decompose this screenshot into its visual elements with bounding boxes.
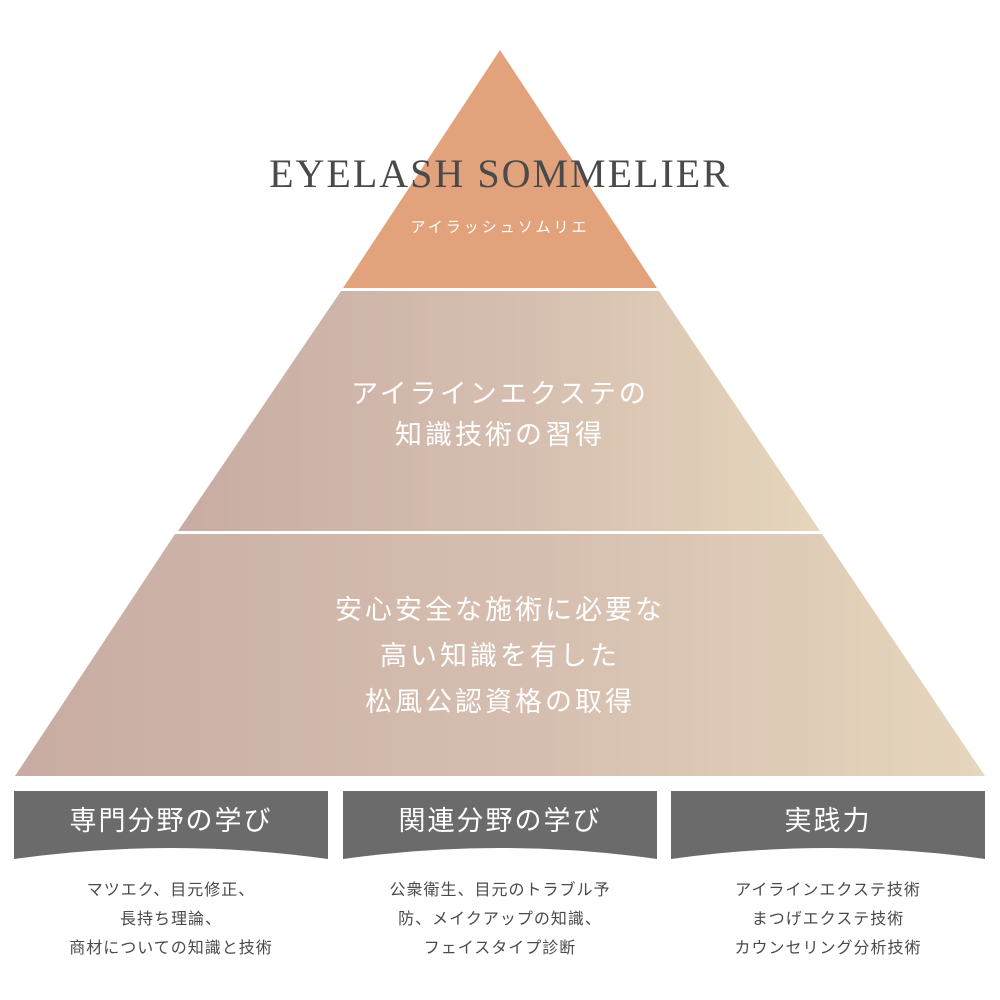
pillar-banner bbox=[14, 791, 328, 859]
pillar-banner bbox=[671, 791, 985, 859]
pillar-banner bbox=[343, 791, 657, 859]
pillar-description: マツエク、目元修正、 長持ち理論、 商材についての知識と技術 bbox=[14, 875, 328, 962]
pillar-related: 関連分野の学び 公衆衛生、目元のトラブル予 防、メイクアップの知識、 フェイスタ… bbox=[343, 791, 657, 962]
pillar-desc-line: 商材についての知識と技術 bbox=[69, 938, 273, 957]
bottom-tier-line: 松風公認資格の取得 bbox=[365, 687, 635, 718]
pillar-desc-line: まつげエクステ技術 bbox=[751, 909, 905, 928]
middle-tier-text: アイラインエクステの 知識技術の習得 bbox=[0, 374, 1000, 456]
pillar-desc-line: 公衆衛生、目元のトラブル予 bbox=[389, 880, 611, 899]
pillar-desc-line: フェイスタイプ診断 bbox=[423, 938, 577, 957]
pillar-label: 専門分野の学び bbox=[69, 806, 273, 837]
pillar-description: 公衆衛生、目元のトラブル予 防、メイクアップの知識、 フェイスタイプ診断 bbox=[343, 875, 657, 962]
pillar-desc-line: カウンセリング分析技術 bbox=[734, 938, 922, 957]
pyramid-subtitle: アイラッシュソムリエ bbox=[410, 218, 590, 236]
pillar-desc-line: マツエク、目元修正、 bbox=[86, 880, 256, 899]
middle-tier-line: アイラインエクステの bbox=[351, 379, 649, 410]
pyramid-bottom-tier bbox=[15, 534, 985, 776]
pillar-description: アイラインエクステ技術 まつげエクステ技術 カウンセリング分析技術 bbox=[671, 875, 985, 962]
pyramid-diagram bbox=[15, 50, 985, 776]
bottom-tier-line: 安心安全な施術に必要な bbox=[335, 595, 665, 626]
pillar-desc-line: 防、メイクアップの知識、 bbox=[398, 909, 602, 928]
pyramid-top-tier bbox=[343, 50, 657, 288]
pillar-label: 実践力 bbox=[784, 806, 872, 837]
middle-tier-line: 知識技術の習得 bbox=[395, 420, 605, 451]
pillar-desc-line: アイラインエクステ技術 bbox=[735, 880, 921, 899]
pillar-desc-line: 長持ち理論、 bbox=[119, 909, 222, 928]
pillar-practical: 実践力 アイラインエクステ技術 まつげエクステ技術 カウンセリング分析技術 bbox=[671, 791, 985, 962]
bottom-tier-text: 安心安全な施術に必要な 高い知識を有した 松風公認資格の取得 bbox=[0, 588, 1000, 726]
pyramid-title: EYELASH SOMMELIER bbox=[269, 151, 731, 196]
pillar-label: 関連分野の学び bbox=[398, 806, 602, 837]
pillar-specialized: 専門分野の学び マツエク、目元修正、 長持ち理論、 商材についての知識と技術 bbox=[14, 791, 328, 962]
pyramid-middle-tier bbox=[178, 291, 820, 531]
bottom-tier-line: 高い知識を有した bbox=[380, 641, 620, 672]
